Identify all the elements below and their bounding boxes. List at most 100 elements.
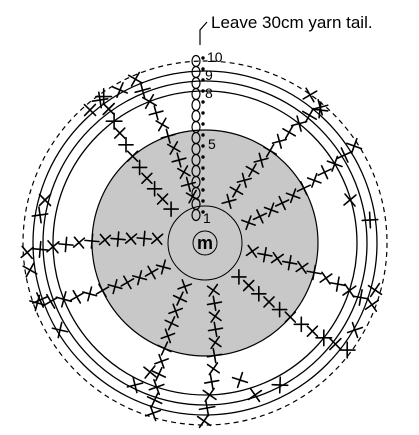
single-crochet-x-mark (171, 152, 187, 168)
single-crochet-x-mark (263, 202, 279, 218)
single-crochet-x-mark (319, 271, 333, 285)
magic-ring-circle (192, 230, 218, 256)
single-crochet-x-mark (274, 195, 290, 211)
slip-stitch-dot (201, 122, 205, 126)
single-crochet-x-mark (148, 378, 165, 396)
single-crochet-x-mark (150, 232, 164, 246)
single-crochet-x-mark (131, 270, 148, 286)
yarn-tail-note: Leave 30cm yarn tail. (211, 13, 373, 32)
single-crochet-x-mark (151, 366, 167, 382)
single-crochet-x-mark (32, 292, 48, 308)
slip-stitch-dot (201, 210, 205, 214)
single-crochet-x-mark (105, 112, 123, 130)
single-crochet-x-mark (148, 105, 164, 121)
single-crochet-x-mark (206, 362, 220, 376)
chain-stitch-oval (191, 109, 201, 123)
single-crochet-x-mark (290, 115, 308, 132)
stitch-layer (20, 71, 383, 429)
single-crochet-x-mark (284, 311, 297, 323)
single-crochet-x-mark (168, 303, 184, 319)
single-crochet-x-mark (95, 88, 113, 106)
single-crochet-x-mark (208, 309, 222, 323)
single-crochet-x-mark (163, 201, 179, 217)
single-crochet-x-mark (252, 209, 268, 224)
slip-stitch-dot (201, 67, 205, 71)
single-crochet-x-mark (31, 240, 49, 258)
single-crochet-x-mark (157, 341, 172, 356)
single-crochet-x-mark (231, 371, 249, 389)
single-crochet-x-mark (245, 244, 259, 258)
single-crochet-x-mark (156, 193, 169, 205)
single-crochet-x-mark (72, 236, 86, 249)
single-crochet-x-mark (31, 206, 49, 224)
single-crochet-x-mark (263, 143, 278, 158)
slip-stitch-dot (201, 89, 205, 93)
single-crochet-x-mark (253, 152, 269, 168)
single-crochet-x-mark (46, 240, 60, 254)
single-crochet-x-mark (208, 335, 222, 350)
single-crochet-x-mark (120, 275, 135, 290)
ring-round-9 (42, 80, 368, 406)
center-inner-ring (167, 205, 243, 281)
single-crochet-x-mark (364, 297, 380, 312)
single-crochet-x-mark (160, 128, 176, 144)
single-crochet-x-mark (285, 188, 301, 204)
single-crochet-x-mark (141, 93, 158, 110)
single-crochet-x-mark (177, 279, 193, 294)
single-crochet-x-mark (127, 71, 143, 87)
single-crochet-x-mark (112, 82, 128, 98)
single-crochet-x-mark (102, 102, 115, 116)
single-crochet-x-mark (126, 376, 144, 394)
single-crochet-x-mark (43, 293, 59, 309)
single-crochet-x-mark (247, 387, 263, 403)
single-crochet-x-mark (84, 233, 100, 249)
chain-stitch-oval (191, 87, 201, 101)
single-crochet-x-mark (107, 278, 123, 295)
single-crochet-x-mark (155, 117, 170, 132)
single-crochet-x-mark (154, 353, 169, 369)
single-crochet-x-mark (282, 125, 297, 140)
single-crochet-x-mark (55, 290, 73, 308)
single-crochet-x-mark (281, 254, 298, 271)
single-crochet-x-mark (164, 316, 179, 331)
round-label-8: 8 (205, 85, 213, 101)
single-crochet-x-mark (196, 413, 212, 429)
single-crochet-x-mark (144, 405, 162, 422)
single-crochet-x-mark (346, 137, 363, 155)
single-crochet-x-mark (346, 321, 364, 339)
single-crochet-x-mark (91, 91, 109, 109)
single-crochet-x-mark (82, 286, 98, 302)
single-crochet-x-mark (367, 282, 383, 298)
single-crochet-x-mark (296, 180, 312, 196)
slip-stitch-dot (201, 188, 205, 192)
single-crochet-x-mark (172, 291, 188, 306)
single-crochet-x-mark (343, 193, 357, 207)
single-crochet-x-mark (141, 172, 153, 185)
single-crochet-x-mark (306, 325, 319, 338)
single-crochet-x-mark (229, 183, 244, 198)
single-crochet-x-mark (315, 329, 333, 347)
single-crochet-x-mark (301, 107, 318, 123)
single-crochet-x-mark (114, 127, 126, 139)
single-crochet-x-mark (257, 246, 273, 263)
single-crochet-x-mark (242, 279, 255, 292)
single-crochet-x-mark (311, 101, 329, 119)
single-crochet-x-mark (306, 172, 322, 188)
single-crochet-x-mark (143, 365, 157, 379)
single-crochet-x-mark (180, 176, 197, 192)
single-crochet-x-mark (206, 295, 223, 312)
round-label-1: 1 (203, 210, 211, 226)
slip-stitch-dot (201, 166, 205, 170)
ring-round-10 (32, 70, 378, 416)
single-crochet-x-mark (270, 251, 284, 266)
single-crochet-x-mark (95, 283, 110, 298)
single-crochet-x-mark (160, 328, 176, 344)
slip-stitch-dot (201, 177, 205, 181)
single-crochet-x-mark (176, 165, 191, 180)
single-crochet-x-mark (330, 276, 346, 292)
single-crochet-x-mark (58, 236, 74, 253)
slip-stitch-dot (201, 144, 205, 148)
single-crochet-x-mark (317, 164, 332, 180)
single-crochet-x-mark (326, 155, 343, 172)
